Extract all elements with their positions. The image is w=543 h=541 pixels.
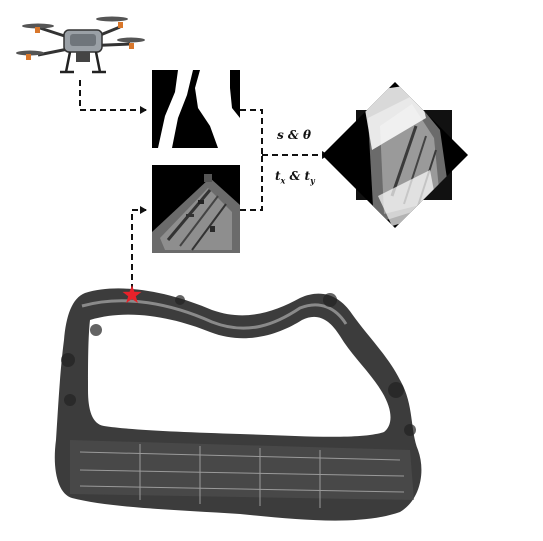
mask-to-merge-line bbox=[240, 109, 263, 155]
drone-icon bbox=[16, 16, 145, 74]
patch-to-merge-line bbox=[240, 155, 263, 211]
aerial-patch-image bbox=[152, 165, 240, 253]
current-position-star bbox=[122, 285, 142, 304]
binary-mask-image bbox=[152, 70, 240, 148]
translation-label: tx & ty bbox=[275, 169, 315, 186]
map-to-patch-arrow bbox=[131, 206, 147, 290]
scale-rotation-label: s & θ bbox=[277, 128, 311, 142]
drone-to-mask-arrow bbox=[79, 80, 147, 114]
connector-arrows bbox=[79, 80, 329, 290]
registration-result-image bbox=[322, 82, 468, 228]
aerial-map-image bbox=[54, 288, 422, 521]
